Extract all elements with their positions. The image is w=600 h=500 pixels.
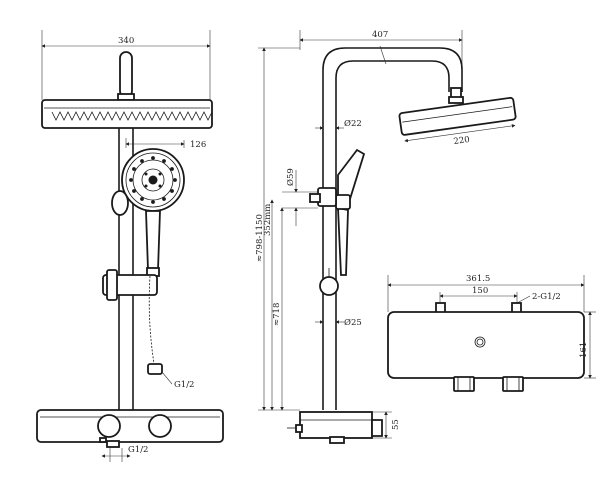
dim-head-dia: 220 xyxy=(453,135,470,147)
dim-valve-body-height: 55 xyxy=(391,419,401,430)
rain-shower-head-front xyxy=(41,99,213,129)
front-view: 340 126 xyxy=(36,30,224,462)
dim-hose-thread: G1/2 xyxy=(174,380,194,390)
mixer-body-side xyxy=(299,411,373,439)
dim-mixer-inlets: 2-G1/2 xyxy=(532,292,561,302)
dim-bracket-dia: Ø59 xyxy=(285,168,296,186)
mixer-top-body xyxy=(387,311,585,379)
dim-mixer-width: 361.5 xyxy=(466,274,490,284)
dim-valve-height: 352mm xyxy=(263,204,273,236)
dim-total-height: ≈798-1150 xyxy=(255,214,265,262)
dim-inlet-front-bottom: G1/2 xyxy=(128,445,148,455)
side-view: 407 220 Ø22 Ø59 xyxy=(255,30,517,444)
dim-mixer-height: 161 xyxy=(579,342,589,358)
dim-pipe-upper: Ø22 xyxy=(344,118,362,129)
dim-front-head-width: 340 xyxy=(118,36,134,46)
mixer-body-front xyxy=(36,409,224,443)
dim-handshower-offset: 126 xyxy=(190,140,206,150)
dim-slide-height: ≈718 xyxy=(272,303,282,326)
dim-pipe-lower: Ø25 xyxy=(344,317,362,328)
dim-arm-reach: 407 xyxy=(372,30,388,40)
mixer-top-view: 361.5 150 2-G1/2 161 xyxy=(387,274,596,392)
dim-mixer-inlet-spacing: 150 xyxy=(472,286,488,296)
